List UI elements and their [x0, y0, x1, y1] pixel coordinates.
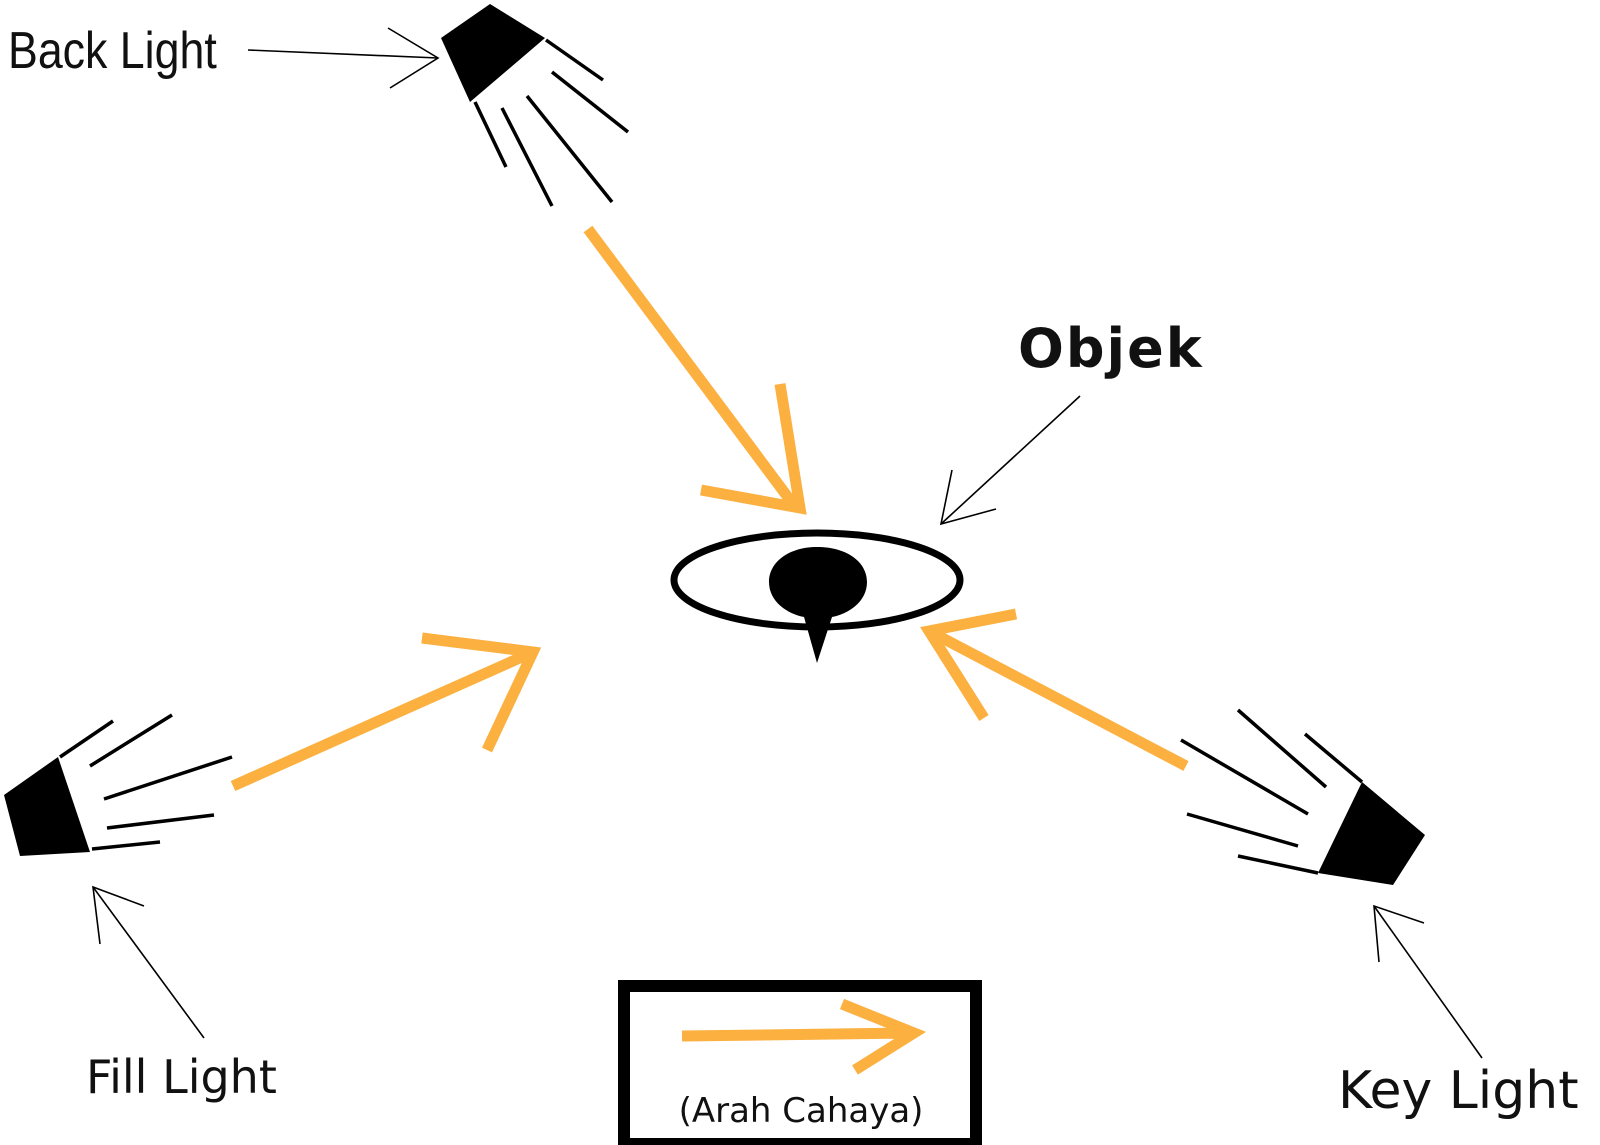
legend-box — [618, 980, 982, 1145]
key-light-group: Key Light — [920, 608, 1579, 1121]
key-light-label: Key Light — [1338, 1061, 1579, 1121]
key-light-direction-arrow — [920, 608, 1189, 771]
legend: (Arah Cahaya) — [618, 980, 982, 1145]
fill-light-pointer — [92, 885, 205, 1039]
object-group: Objek — [670, 317, 1204, 663]
spotlight-icon — [1318, 782, 1425, 885]
object-label: Objek — [1018, 317, 1204, 380]
back-light-label: Back Light — [8, 22, 217, 80]
head-top-view-icon — [670, 529, 964, 663]
back-light-group: Back Light — [8, 4, 807, 515]
spotlight-icon — [4, 757, 90, 856]
legend-caption: (Arah Cahaya) — [679, 1091, 924, 1131]
key-light-pointer — [1373, 904, 1483, 1059]
fill-light-label: Fill Light — [86, 1050, 277, 1104]
fill-light-direction-arrow — [230, 632, 542, 792]
back-light-direction-arrow — [583, 225, 807, 515]
spotlight-icon — [441, 4, 545, 102]
key-light-lamp — [1180, 708, 1425, 885]
back-light-pointer — [247, 27, 440, 89]
fill-light-group: Fill Light — [4, 632, 542, 1104]
fill-light-lamp — [4, 713, 233, 856]
back-light-lamp — [441, 4, 630, 207]
object-pointer — [939, 395, 1081, 526]
legend-arrow — [681, 998, 927, 1075]
